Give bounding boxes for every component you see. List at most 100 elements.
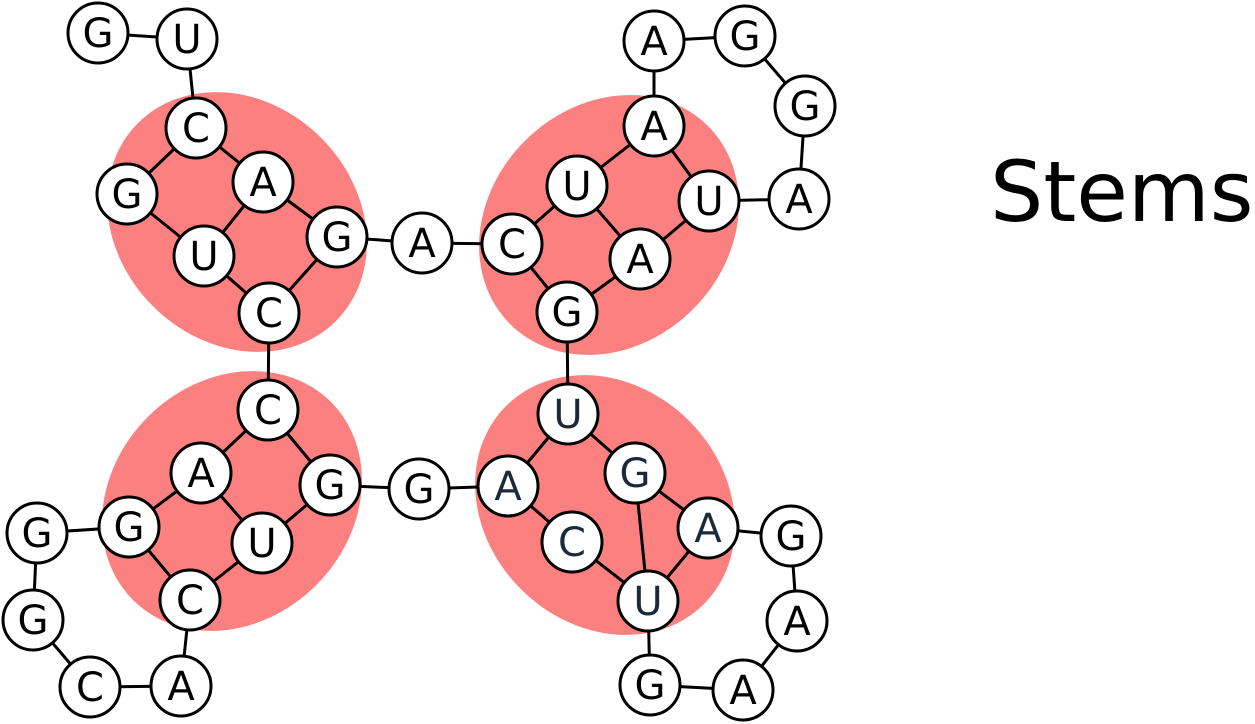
diagram-title: Stems — [990, 143, 1254, 241]
nucleotide-circle — [387, 457, 451, 521]
nucleotide-base-label: G — [315, 463, 346, 509]
nucleotide-base-label: A — [626, 237, 654, 283]
nucleotide-node: G — [603, 441, 667, 505]
nucleotide-base-label: G — [22, 511, 53, 557]
nucleotide-circle — [390, 211, 454, 275]
nucleotide-node: A — [767, 167, 831, 231]
nucleotide-base-label: U — [562, 164, 591, 210]
nucleotide-node: A — [169, 441, 233, 505]
nucleotide-base-label: A — [408, 221, 436, 267]
nucleotide-circle — [231, 150, 295, 214]
nucleotide-base-label: G — [635, 663, 666, 709]
nucleotide-circle — [540, 510, 604, 574]
nucleotide-circle — [622, 9, 686, 73]
nucleotide-base-label: G — [790, 84, 821, 130]
nucleotide-node: C — [158, 568, 222, 632]
nucleotide-node: U — [677, 169, 741, 233]
stem-bottom-left — [102, 371, 362, 631]
nucleotide-base-label: A — [694, 506, 722, 552]
nucleotide-node: C — [58, 655, 122, 719]
nucleotide-node: G — [5, 501, 69, 565]
nucleotide-circle — [622, 94, 686, 158]
nucleotide-circle — [711, 658, 775, 722]
nucleotide-circle — [305, 205, 369, 269]
nucleotide-circle — [616, 569, 680, 633]
nucleotide-node: A — [476, 454, 540, 518]
nucleotide-base-label: U — [247, 521, 276, 567]
nucleotide-base-label: C — [255, 291, 283, 337]
nucleotide-circle — [5, 501, 69, 565]
nucleotide-base-label: G — [730, 14, 761, 60]
nucleotide-base-label: A — [640, 19, 668, 65]
nucleotide-base-label: A — [783, 599, 811, 645]
nucleotide-base-label: A — [729, 668, 757, 714]
nucleotide-node: G — [773, 74, 837, 138]
nucleotide-base-label: G — [112, 172, 143, 218]
nucleotide-circle — [230, 511, 294, 575]
nucleotide-circle — [535, 280, 599, 344]
nucleotide-base-label: U — [189, 234, 218, 280]
nucleotide-base-label: U — [553, 392, 582, 438]
nucleotide-node: A — [390, 211, 454, 275]
nucleotide-circle — [480, 212, 544, 276]
nucleotide-base-label: U — [694, 179, 723, 225]
nucleotide-circle — [1, 588, 65, 652]
nucleotide-node: A — [711, 658, 775, 722]
nucleotide-base-label: C — [498, 222, 526, 268]
stem-highlights — [102, 92, 739, 635]
nucleotide-node: G — [305, 205, 369, 269]
nucleotide-node: G — [713, 4, 777, 68]
nucleotide-circle — [169, 441, 233, 505]
nucleotide-node: U — [616, 569, 680, 633]
nucleotide-circle — [97, 495, 161, 559]
nucleotide-node: C — [237, 281, 301, 345]
nucleotide-node: G — [618, 653, 682, 717]
nucleotide-node: C — [540, 510, 604, 574]
nucleotide-node: C — [236, 378, 300, 442]
nucleotide-node: A — [622, 9, 686, 73]
nucleotide-base-label: C — [176, 578, 204, 624]
nucleotide-node: A — [231, 150, 295, 214]
nucleotide-node: U — [545, 154, 609, 218]
stem-bottom-right — [475, 375, 735, 635]
nucleotide-base-label: G — [404, 467, 435, 513]
nucleotide-node: G — [298, 453, 362, 517]
nucleotide-base-label: G — [322, 215, 353, 261]
nucleotide-node: G — [535, 280, 599, 344]
nucleotide-circle — [773, 74, 837, 138]
nucleotide-node: U — [536, 382, 600, 446]
nucleotide-node: G — [387, 457, 451, 521]
nucleotide-circle — [236, 378, 300, 442]
nucleotide-node: A — [149, 654, 213, 718]
nucleotide-base-label: A — [640, 104, 668, 150]
nucleotide-circle — [677, 169, 741, 233]
nucleotide-base-label: U — [172, 17, 201, 63]
nucleotide-circle — [713, 4, 777, 68]
nucleotide-circle — [608, 227, 672, 291]
nucleotide-base-label: C — [558, 520, 586, 566]
nucleotide-circle — [676, 496, 740, 560]
nucleotide-circle — [618, 653, 682, 717]
nucleotide-node: U — [155, 7, 219, 71]
nucleotide-base-label: G — [83, 11, 114, 57]
nucleotide-node: A — [676, 496, 740, 560]
nucleotide-node: C — [480, 212, 544, 276]
nucleotide-node: A — [765, 589, 829, 653]
stem-top-left — [107, 92, 367, 352]
nucleotide-base-label: G — [552, 290, 583, 336]
nucleotide-circle — [298, 453, 362, 517]
nucleotide-node: G — [1, 588, 65, 652]
nucleotide-base-label: G — [18, 598, 49, 644]
nucleotide-node: G — [95, 162, 159, 226]
nucleotide-base-label: G — [776, 514, 807, 560]
nucleotide-circle — [95, 162, 159, 226]
nucleotide-node: U — [230, 511, 294, 575]
nucleotide-circle — [158, 568, 222, 632]
nucleotide-node: G — [97, 495, 161, 559]
nucleotide-base-label: C — [254, 388, 282, 434]
nucleotide-circle — [759, 504, 823, 568]
nucleotide-base-label: A — [249, 160, 277, 206]
nucleotide-node: U — [172, 224, 236, 288]
